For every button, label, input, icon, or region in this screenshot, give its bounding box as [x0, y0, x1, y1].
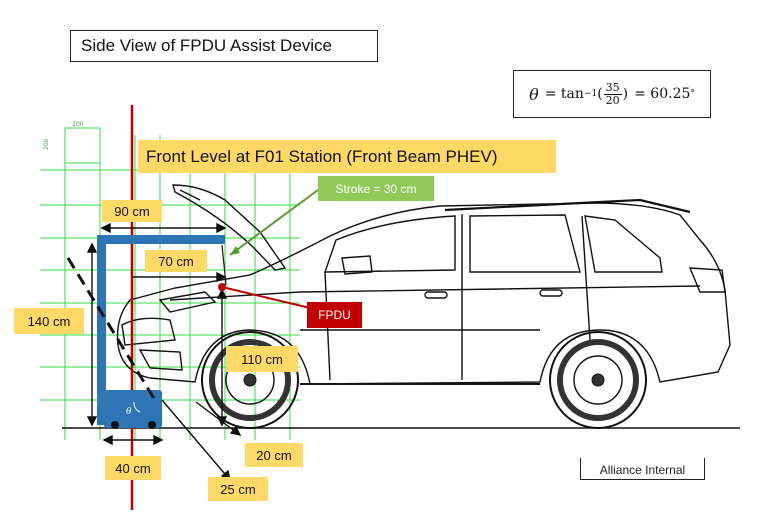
grid-scale-side: 200	[43, 138, 50, 150]
formula-tan: = tan	[544, 86, 584, 102]
stroke-pointer-head	[230, 246, 240, 255]
dim-70-line	[132, 271, 227, 283]
device-angle-arc	[133, 401, 141, 413]
formula-denominator: 20	[605, 93, 620, 107]
dim-25-label: 25 cm	[208, 477, 268, 501]
dim-40-line	[102, 434, 164, 446]
car-outline	[116, 184, 731, 385]
formula-theta: θ	[529, 84, 539, 104]
stroke-label: Stroke = 30 cm	[318, 176, 434, 201]
angle-formula: θ = tan −1 ( 35 20 ) = 60.25 °	[513, 70, 711, 118]
dim-70-label: 70 cm	[145, 250, 207, 272]
formula-fraction: 35 20	[603, 80, 622, 107]
fpdu-label: FPDU	[307, 302, 362, 328]
formula-inverse: −1	[583, 89, 598, 99]
formula-numerator: 35	[603, 80, 622, 95]
angle-dashed-line	[66, 257, 157, 401]
formula-result: = 60.25	[634, 86, 691, 102]
caster-right	[148, 421, 156, 429]
formula-degree: °	[690, 89, 695, 99]
fpdu-point	[218, 283, 226, 291]
dim-110-label: 110 cm	[226, 346, 298, 372]
dim-25-line	[161, 399, 232, 482]
dim-90-line	[100, 222, 227, 234]
fpdu-pointer	[221, 286, 311, 309]
reference-grid	[40, 127, 300, 440]
dim-20-line	[195, 401, 242, 437]
diagram-title: Side View of FPDU Assist Device	[70, 30, 378, 62]
device-theta: θ	[126, 407, 132, 417]
rear-wheel	[549, 331, 647, 429]
dim-90-label: 90 cm	[102, 200, 162, 222]
classification-footer: Alliance Internal	[580, 458, 705, 480]
dim-140-label: 140 cm	[14, 308, 84, 334]
dim-40-label: 40 cm	[105, 456, 161, 480]
dim-140-line	[86, 242, 98, 427]
front-level-label: Front Level at F01 Station (Front Beam P…	[138, 140, 556, 173]
grid-scale-top: 200	[72, 121, 84, 128]
dim-20-label: 20 cm	[245, 443, 303, 467]
caster-left	[111, 421, 119, 429]
assist-device-frame	[97, 235, 225, 428]
stroke-pointer	[229, 189, 319, 256]
